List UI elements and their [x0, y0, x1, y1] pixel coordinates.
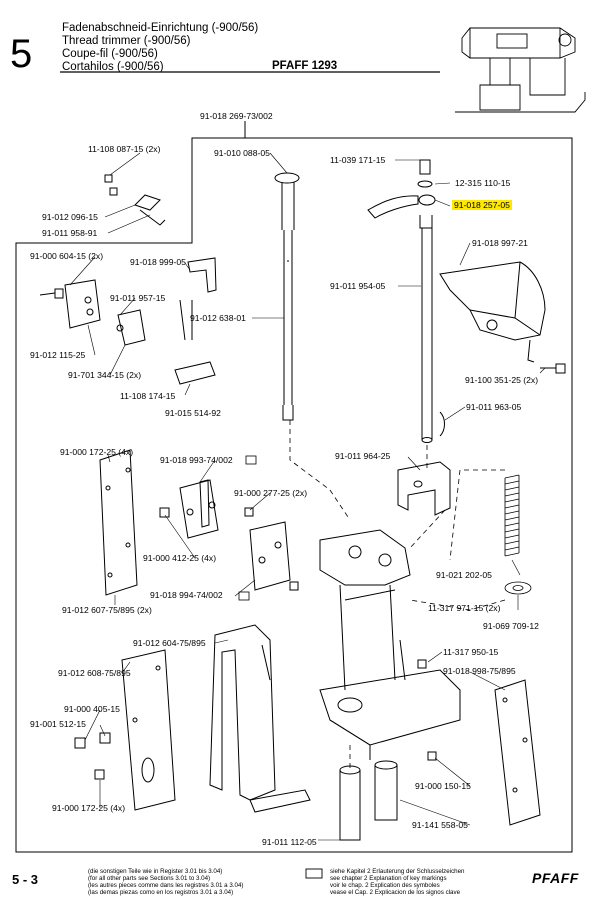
bracket-964 — [397, 461, 451, 516]
machine-model: PFAFF 1293 — [272, 60, 338, 72]
brand-logo: PFAFF — [532, 870, 579, 886]
label-91000172b: 91-000 172-25 (4x) — [52, 803, 126, 813]
label-91000604: 91-000 604-15 (2x) — [30, 251, 104, 261]
label-11317971: 11-317 971-15 (2x) — [428, 603, 501, 613]
label-91018994: 91-018 994-74/002 — [150, 590, 223, 600]
title-french: Coupe-fil (-900/56) — [62, 48, 158, 60]
label-91069709: 91-069 709-12 — [483, 621, 539, 631]
label-11039171: 11-039 171-15 — [330, 155, 386, 165]
label-91018999: 91-018 999-05 — [130, 257, 186, 267]
footnote-right-2: see chapter 2 Explanation of key marking… — [330, 875, 447, 882]
footnote-right-4: vease el Cap. 2 Explicacion de los signo… — [330, 889, 461, 896]
main-casting — [319, 529, 461, 760]
label-91701344: 91-701 344-15 (2x) — [68, 370, 142, 380]
label-91018997: 91-018 997-21 — [472, 238, 528, 248]
title-german: Fadenabschneid-Einrichtung (-900/56) — [62, 22, 259, 34]
label-91000172a: 91-000 172-25 (4x) — [60, 447, 134, 457]
plate-608 — [121, 649, 176, 811]
footnote-left-2: (for all other parts see Sections 3.01 t… — [88, 875, 211, 882]
cover-part — [439, 261, 546, 363]
shaft-right — [367, 159, 445, 443]
left-casting — [209, 624, 311, 813]
label-91021202: 91-021 202-05 — [436, 570, 492, 580]
shaft-left — [274, 172, 300, 421]
label-91011957: 91-011 957-15 — [110, 293, 166, 303]
small-screws — [74, 659, 437, 780]
plate-lower-center — [244, 507, 299, 591]
footnote-left-3: (les autres pieces comme dans les regist… — [88, 882, 244, 889]
label-91100351: 91-100 351-25 (2x) — [465, 375, 539, 385]
label-91010088: 91-010 088-05 — [214, 148, 270, 158]
page-number: 5 - 3 — [12, 872, 39, 887]
bracket-left — [39, 257, 217, 385]
label-91000405: 91-000 405-15 — [64, 704, 120, 714]
label-91011964: 91-011 964-25 — [335, 451, 391, 461]
footnote-left-4: (las demas piezas como en los registros … — [88, 889, 234, 896]
label-11317950: 11-317 950-15 — [443, 647, 499, 657]
label-91000412: 91-000 412-25 (4x) — [143, 553, 217, 563]
spring — [504, 474, 532, 595]
label-91012607: 91-012 607-75/895 (2x) — [62, 605, 152, 615]
label-91011963: 91-011 963-05 — [466, 402, 522, 412]
footnote-right-3: voir le chap. 2 Explication des symboles — [330, 882, 440, 889]
plate-tall-left — [99, 449, 138, 596]
label-91011112: 91-011 112-05 — [262, 837, 317, 847]
machine-thumbnail — [455, 27, 586, 113]
label-91015514: 91-015 514-92 — [165, 408, 221, 418]
label-91018998: 91-018 998-75/895 — [443, 666, 516, 676]
title-spanish: Cortahilos (-900/56) — [62, 61, 164, 73]
title-english: Thread trimmer (-900/56) — [62, 35, 191, 47]
label-91012096: 91-012 096-15 — [42, 212, 98, 222]
label-91011954: 91-011 954-05 — [330, 281, 386, 291]
label-91012608: 91-012 608-75/895 — [58, 668, 131, 678]
label-91012638: 91-012 638-01 — [190, 313, 246, 323]
label-91018257-highlighted: 91-018 257-05 — [452, 200, 512, 210]
plate-right — [494, 679, 541, 826]
chapter-number: 5 — [10, 32, 33, 76]
label-91001512: 91-001 512-15 — [30, 719, 86, 729]
screw-right — [540, 363, 566, 374]
label-91000150: 91-000 150-15 — [415, 781, 471, 791]
small-parts-top-left — [104, 174, 166, 226]
footnote-right-1: siehe Kapitel 2 Erlauterung der Schlusse… — [330, 868, 465, 875]
plate-center — [159, 479, 219, 539]
label-91012604: 91-012 604-75/895 — [133, 638, 206, 648]
label-12315110: 12-315 110-15 — [455, 178, 511, 188]
label-91000277: 91-000 277-25 (2x) — [234, 488, 308, 498]
pins-bottom — [339, 760, 398, 841]
label-assembly-top: 91-018 269-73/002 — [200, 111, 273, 121]
label-91012115: 91-012 115-25 — [30, 350, 86, 360]
label-91011958: 91-011 958-91 — [42, 228, 98, 238]
label-91141558: 91-141 558-05 — [412, 820, 468, 830]
label-91018993: 91-018 993-74/002 — [160, 455, 233, 465]
label-11108087: 11-108 087-15 (2x) — [88, 144, 161, 154]
footnote-left-1: (die sonstigen Teile wie in Register 3.0… — [88, 868, 223, 875]
label-11108174: 11-108 174-15 — [120, 391, 176, 401]
